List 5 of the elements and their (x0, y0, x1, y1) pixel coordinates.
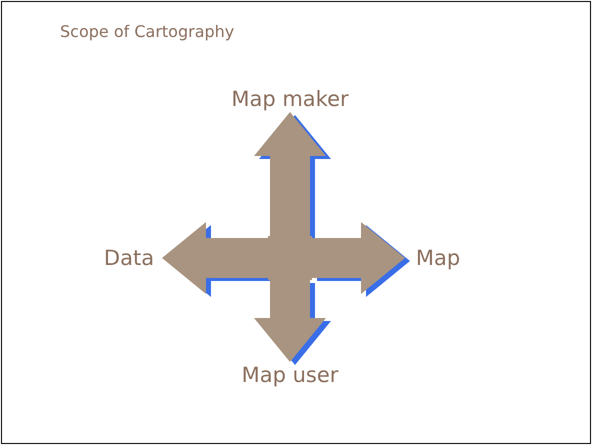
node-label: Map (405, 245, 471, 271)
title: Scope of Cartography (60, 22, 234, 41)
node-label: Map user (215, 362, 365, 388)
node-label: Data (96, 245, 162, 271)
node-label: Map maker (215, 86, 365, 112)
